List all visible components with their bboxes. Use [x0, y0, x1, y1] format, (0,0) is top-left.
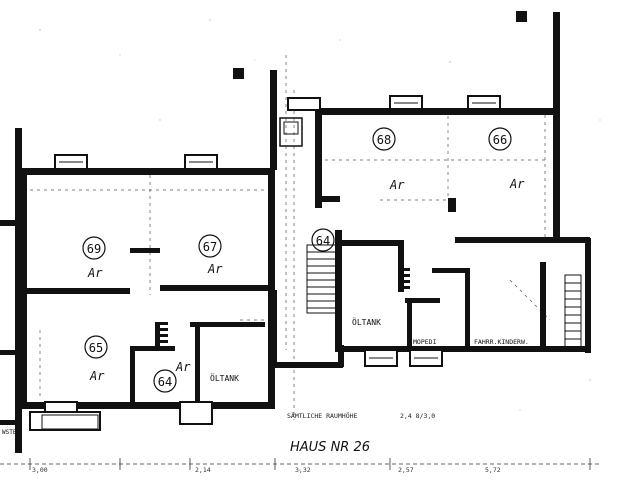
- dimension-2: 2,14: [195, 466, 211, 474]
- dimension-4: 2,57: [398, 466, 414, 474]
- small-steps: [130, 198, 456, 343]
- room-label-ar-65: Ar: [89, 369, 105, 383]
- windows: [29, 95, 501, 431]
- room-circles: [82, 127, 512, 393]
- note-samtliche-value: 2,4 8/3,0: [400, 412, 435, 420]
- room-number-67: 67: [203, 240, 217, 254]
- room-label-oltank-left: ÖLTANK: [210, 373, 239, 383]
- staircase-main: [306, 244, 338, 314]
- walls: [0, 12, 591, 453]
- room-number-69: 69: [87, 242, 101, 256]
- room-number-64-stair: 64: [316, 234, 330, 248]
- scan-noise: [39, 19, 601, 471]
- dimension-3: 3,32: [295, 466, 311, 474]
- room-label-oltank-right: ÖLTANK: [352, 317, 381, 327]
- house-number: HAUS NR 26: [290, 440, 370, 455]
- room-label-ar-67: Ar: [207, 262, 223, 276]
- room-number-68: 68: [377, 133, 391, 147]
- window-sashes: [59, 102, 496, 359]
- dimension-line: [0, 458, 600, 470]
- room-number-65: 65: [89, 341, 103, 355]
- room-number-66: 66: [493, 133, 507, 147]
- staircase-right: [564, 274, 582, 348]
- registration-mark-top-right: [516, 11, 527, 22]
- left-edge-note: WSTE: [2, 429, 17, 436]
- dimension-1: 3,00: [32, 466, 48, 474]
- room-label-fahrrad: FAHRR.KINDERW.: [474, 338, 529, 346]
- room-label-ar-64: Ar: [175, 360, 191, 374]
- registration-mark-top-left: [233, 68, 244, 79]
- room-label-ar-69: Ar: [87, 266, 103, 280]
- entry-step: [41, 414, 99, 430]
- room-label-ar-68: Ar: [389, 178, 405, 192]
- room-label-mopedi: MOPEDI: [413, 338, 437, 346]
- dimension-5: 5,72: [485, 466, 501, 474]
- note-samtliche: SÄMTLICHE RAUMHÖHE: [287, 411, 358, 420]
- room-label-ar-66: Ar: [509, 177, 525, 191]
- room-number-64-left: 64: [158, 375, 172, 389]
- light-well: [279, 117, 303, 147]
